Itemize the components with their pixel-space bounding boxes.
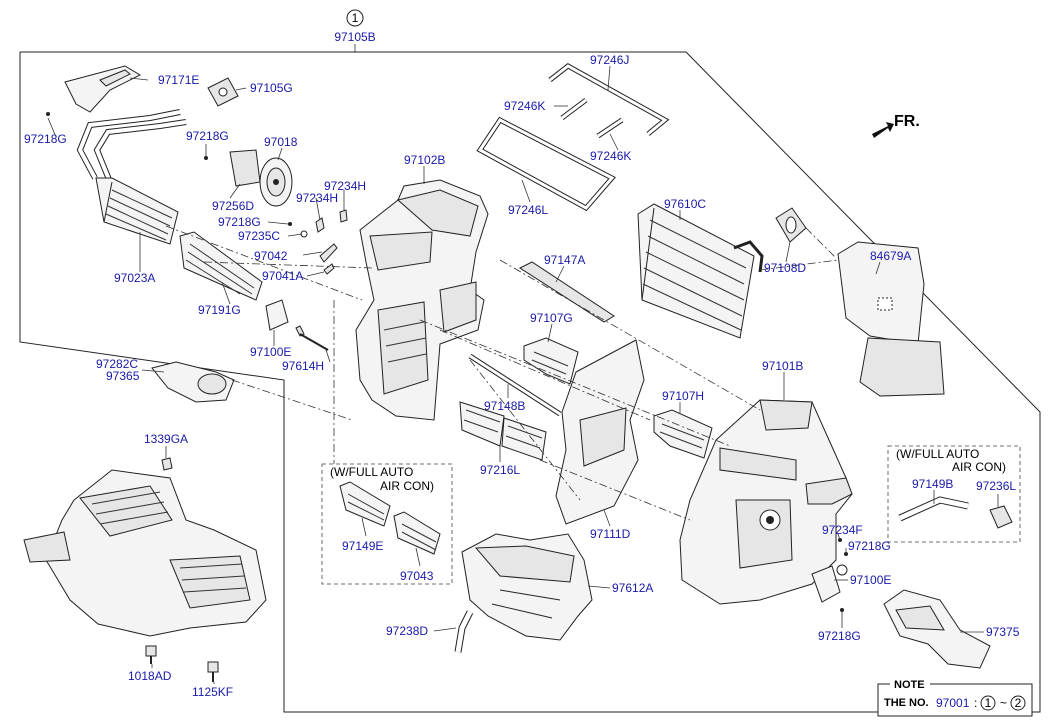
label-97107h: 97107H [662, 389, 704, 403]
note-prefix: THE NO. [884, 697, 929, 709]
label-1018ad: 1018AD [128, 669, 172, 683]
assembly-number: 97105B [334, 30, 375, 44]
label-1125kf: 1125KF [192, 685, 233, 699]
label-97149b: 97149B [912, 477, 953, 491]
front-direction-indicator: FR. [872, 113, 920, 138]
assembly-frame [19, 44, 1041, 713]
note-range-start: 1 [985, 696, 992, 710]
actuator-97100e-right [811, 538, 848, 612]
label-84679a: 84679A [870, 249, 911, 263]
label-97234f: 97234F [822, 523, 863, 537]
label-97111d: 97111D [590, 527, 631, 541]
option-left-line1: (W/FULL AUTO [330, 465, 413, 479]
evaporator-97610c [637, 203, 764, 339]
label-97105g: 97105G [250, 81, 293, 95]
label-leaders [47, 65, 999, 684]
label-97042: 97042 [254, 249, 288, 263]
label-97218g-c: 97218G [218, 215, 261, 229]
label-97238d: 97238D [386, 624, 428, 638]
part-labels: 97171E 97105G 97218G 97218G 97018 97256D… [24, 53, 1020, 699]
label-97246k-a: 97246K [504, 99, 545, 113]
duct-97282c [151, 361, 235, 403]
door-97107h [653, 409, 713, 459]
seal-97246l [476, 116, 616, 212]
cabin-filter [179, 231, 263, 301]
blower-motor-97018 [259, 157, 293, 207]
heater-housing-97102b [355, 179, 489, 421]
label-97108d: 97108D [764, 261, 806, 275]
door-97107g [523, 337, 579, 385]
label-97365: 97365 [106, 369, 140, 383]
option-right-line2: AIR CON) [952, 460, 1006, 474]
option-right-line1: (W/FULL AUTO [896, 447, 979, 461]
link-97148b [468, 353, 562, 417]
actuator-97256d [229, 149, 261, 187]
note-range-end: 2 [1015, 696, 1022, 710]
option-box-right: (W/FULL AUTO AIR CON) [887, 445, 1021, 543]
label-97216l: 97216L [480, 463, 520, 477]
fasteners-bottom-left [145, 457, 219, 682]
label-97234h-a: 97234H [324, 179, 366, 193]
label-97218g-d: 97218G [848, 539, 891, 553]
label-97041a: 97041A [262, 269, 303, 283]
lower-case-97612a [461, 533, 593, 641]
seal-97246k [560, 98, 624, 139]
label-97375: 97375 [986, 625, 1020, 639]
label-97614h: 97614H [282, 359, 324, 373]
label-97218g-a: 97218G [24, 132, 67, 146]
heater-pipe-bracket [64, 65, 142, 113]
note-number: 97001 [936, 696, 970, 710]
grommet-97108d [775, 207, 807, 243]
note-colon: : [974, 696, 977, 710]
drain-hose-97238d [454, 610, 474, 653]
label-97256d: 97256D [212, 199, 254, 213]
assembly-leaders [165, 225, 839, 521]
label-97610c: 97610C [664, 197, 706, 211]
label-97612a: 97612A [612, 581, 653, 595]
evaporator-housing-97101b [679, 399, 853, 605]
assembly-callout: 1 97105B [334, 9, 376, 44]
label-1339ga: 1339GA [144, 432, 188, 446]
label-97101b: 97101B [762, 359, 803, 373]
label-97100e-right: 97100E [850, 573, 891, 587]
callout-number: 1 [352, 11, 359, 25]
small-hardware [46, 112, 348, 351]
label-97218g-e: 97218G [818, 629, 861, 643]
label-97234h-b: 97234H [296, 191, 338, 205]
note-box: NOTE THE NO. 97001 : 1 ~ 2 [877, 678, 1033, 717]
option-box-left: (W/FULL AUTO AIR CON) [321, 463, 453, 585]
label-97236l: 97236L [976, 479, 1016, 493]
front-direction-label: FR. [894, 113, 920, 130]
hvac-assembly-overview [23, 469, 267, 637]
label-97235c: 97235C [238, 229, 280, 243]
label-97191g: 97191G [198, 303, 241, 317]
note-range-sep: ~ [1000, 696, 1007, 710]
label-97102b: 97102B [404, 153, 445, 167]
label-97246k-b: 97246K [590, 149, 631, 163]
note-title: NOTE [894, 679, 925, 691]
cover-84679a [837, 241, 945, 397]
label-97147a: 97147A [544, 253, 585, 267]
label-97107g: 97107G [530, 311, 573, 325]
seal-97246j [548, 63, 670, 136]
heater-core [95, 177, 179, 245]
label-97171e: 97171E [158, 73, 199, 87]
label-97218g-b: 97218G [186, 129, 229, 143]
label-97023a: 97023A [114, 271, 155, 285]
label-97246l: 97246L [508, 203, 548, 217]
case-97111d [555, 339, 645, 525]
label-97043: 97043 [400, 569, 434, 583]
label-97149e: 97149E [342, 539, 383, 553]
label-97100e-left: 97100E [250, 345, 291, 359]
label-97246j: 97246J [590, 53, 629, 67]
duct-97375 [883, 589, 991, 669]
heater-pipes [76, 109, 187, 184]
label-97148b: 97148B [484, 399, 525, 413]
label-97018: 97018 [264, 135, 298, 149]
label-97282c: 97282C [96, 357, 138, 371]
seal-97105g [207, 77, 239, 107]
option-left-line2: AIR CON) [380, 479, 434, 493]
